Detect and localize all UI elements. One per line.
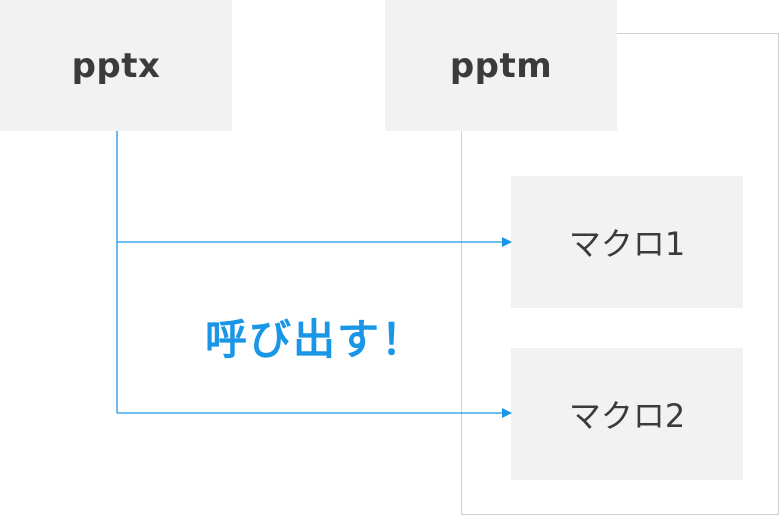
macro2-label: マクロ2 (568, 397, 686, 435)
pptx-file-box: pptx (0, 0, 232, 131)
pptm-label: pptm (449, 45, 553, 86)
macro2-box: マクロ2 (511, 348, 743, 480)
pptx-label: pptx (71, 45, 161, 86)
pptm-file-box: pptm (385, 0, 617, 131)
call-label: 呼び出す！ (205, 315, 426, 364)
macro1-label: マクロ1 (568, 225, 686, 263)
macro1-box: マクロ1 (511, 176, 743, 308)
